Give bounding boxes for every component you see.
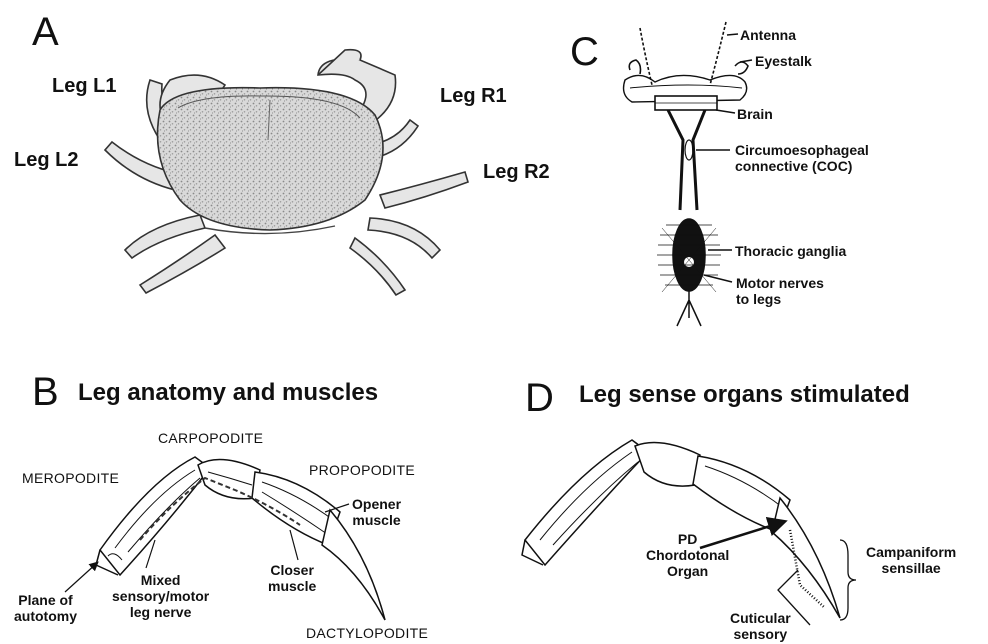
plane-autotomy-label: Plane of autotomy [14,592,77,624]
motor-nerves-line1: Motor nerves [736,275,824,291]
coc-left [668,110,683,210]
coc-right [693,110,705,210]
nervous-system-schematic [624,22,752,326]
leg-l2-label: Leg L2 [14,150,78,170]
coc-label-line1: Circumoesophageal [735,142,869,158]
crab-illustration [105,50,468,295]
crab-leg-r2 [380,172,468,208]
panel-b-letter: B [32,372,59,412]
mixed-nerve-line1: Mixed [112,572,209,588]
thoracic-ganglia [657,219,721,292]
campaniform-label: Campaniform sensillae [866,544,956,576]
campaniform-line1: Campaniform [866,544,956,560]
propopodite-label: PROPOPODITE [309,463,415,477]
leg-sense-diagram [522,440,840,618]
motor-nerves-line2: to legs [736,291,824,307]
dactylopodite-label: DACTYLOPODITE [306,626,428,640]
meropodite-label: MEROPODITE [22,471,119,485]
mixed-nerve-line3: leg nerve [112,604,209,620]
campaniform-line2: sensillae [866,560,956,576]
eyestalk-label: Eyestalk [755,53,812,69]
panel-d-title: Leg sense organs stimulated [579,383,910,407]
panel-d-letter: D [525,378,554,418]
campaniform-bracket [840,540,856,620]
closer-muscle-label: Closer muscle [268,562,316,594]
cuticular-label: Cuticular sensory [730,610,791,642]
mixed-nerve-line2: sensory/motor [112,588,209,604]
coc-label: Circumoesophageal connective (COC) [735,142,869,174]
pd-organ-line3: Organ [646,563,729,579]
coc-label-line2: connective (COC) [735,158,869,174]
closer-muscle-line1: Closer [268,562,316,578]
pd-organ-line1: PD [646,531,729,547]
opener-muscle-label: Opener muscle [352,496,401,528]
opener-muscle-line1: Opener [352,496,401,512]
thoracic-ganglia-label: Thoracic ganglia [735,243,846,259]
carpopodite-label: CARPOPODITE [158,431,263,445]
closer-muscle-line2: muscle [268,578,316,594]
leg-r2-label: Leg R2 [483,162,550,182]
panel-b-title: Leg anatomy and muscles [78,381,378,405]
panel-a-letter: A [32,12,59,52]
motor-nerves-label: Motor nerves to legs [736,275,824,307]
plane-autotomy-line1: Plane of [14,592,77,608]
plane-autotomy-line2: autotomy [14,608,77,624]
brain-label: Brain [737,106,773,122]
antenna-label: Antenna [740,27,796,43]
leg-r1-label: Leg R1 [440,86,507,106]
pd-organ-line2: Chordotonal [646,547,729,563]
pd-organ-label: PD Chordotonal Organ [646,531,729,579]
mixed-nerve-label: Mixed sensory/motor leg nerve [112,572,209,620]
cuticular-line2: sensory [730,626,791,642]
opener-muscle-line2: muscle [352,512,401,528]
cuticular-line1: Cuticular [730,610,791,626]
leg-l1-label: Leg L1 [52,76,116,96]
panel-c-letter: C [570,32,599,72]
